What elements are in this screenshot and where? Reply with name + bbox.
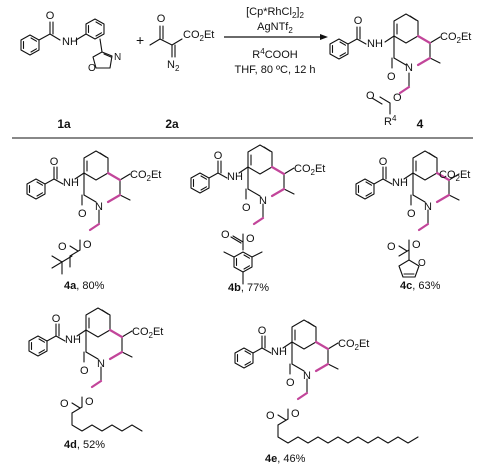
4d-ester-o-label: O — [85, 396, 94, 408]
4a-n-label: N — [95, 201, 103, 213]
p4-ester-o-label: O — [393, 92, 402, 104]
p4-r4-label: R4 — [384, 114, 397, 128]
acid-label: R4COOH — [252, 47, 297, 61]
4d-carbonyl-o-label: O — [60, 398, 69, 410]
diazo-n2-label: N2 — [167, 59, 180, 73]
oxazoline-o-label: O — [88, 63, 96, 74]
caption-4d: 4d, 52% — [64, 439, 105, 451]
carbonyl-o-label: O — [46, 10, 55, 22]
4b-carbonyl-o-label: O — [221, 229, 230, 241]
p4-lactam-o-label: O — [387, 71, 396, 83]
4e-n-label: N — [303, 370, 311, 382]
product-4-structure — [329, 13, 441, 115]
4e-nh-label: NH — [271, 346, 287, 358]
product-4d-structure — [29, 308, 143, 432]
product-4c-structure — [356, 151, 459, 278]
4b-lactam-o-label: O — [242, 202, 251, 214]
product-4a-structure — [27, 151, 130, 275]
compound-label-4: 4 — [417, 117, 424, 131]
compound-label-2a: 2a — [165, 117, 179, 131]
additive-label: AgNTf2 — [257, 21, 293, 35]
4e-ester-label: CO2Et — [338, 338, 369, 352]
4e-amide-o-label: O — [258, 325, 267, 337]
4c-amide-o-label: O — [379, 156, 388, 168]
4c-carbonyl-o-label: O — [387, 241, 396, 253]
4c-n-label: N — [424, 201, 432, 213]
4b-ester-label: CO2Et — [294, 163, 325, 177]
caption-4a: 4a, 80% — [64, 280, 105, 292]
4d-amide-o-label: O — [52, 313, 61, 325]
4a-amide-o-label: O — [50, 156, 59, 168]
p4-ester-label: CO2Et — [440, 31, 471, 45]
caption-4b: 4b, 77% — [228, 282, 269, 294]
product-4e-structure — [235, 320, 419, 444]
arrow-head — [320, 34, 328, 40]
4a-ester-label: CO2Et — [130, 169, 161, 183]
4c-furan-o-label: O — [418, 258, 426, 269]
p4-n-label: N — [405, 62, 413, 74]
4c-lactam-o-label: O — [407, 208, 416, 220]
oxazoline-n-label: N — [114, 52, 121, 63]
4d-n-label: N — [97, 358, 105, 370]
amide-nh-label: NH — [62, 36, 78, 48]
4a-nh-label: NH — [63, 177, 79, 189]
4d-nh-label: NH — [65, 334, 81, 346]
4a-carbonyl-o-label: O — [58, 241, 67, 253]
diazo-ester-label: CO2Et — [183, 29, 214, 43]
4b-nh-label: NH — [227, 171, 243, 183]
4e-carbonyl-o-label: O — [266, 410, 275, 422]
conditions-label: THF, 80 ºC, 12 h — [234, 64, 315, 76]
4b-n-label: N — [259, 195, 267, 207]
ketone-o-label: O — [157, 13, 166, 25]
catalyst-label: [Cp*RhCl2]2 — [246, 6, 304, 20]
4b-amide-o-label: O — [214, 150, 223, 162]
4e-lactam-o-label: O — [286, 377, 295, 389]
4e-ester-o-label: O — [291, 408, 300, 420]
4a-ester-o-label: O — [83, 239, 92, 251]
4c-nh-label: NH — [392, 177, 408, 189]
4c-ester-label: CO2Et — [439, 169, 470, 183]
4a-lactam-o-label: O — [78, 208, 87, 220]
compound-label-1a: 1a — [57, 117, 71, 131]
p4-amide-o-label: O — [354, 15, 363, 27]
caption-4e: 4e, 46% — [265, 453, 306, 465]
product-4b-structure — [191, 145, 294, 285]
4d-ester-label: CO2Et — [132, 326, 163, 340]
p4-carbonyl-o-label: O — [366, 90, 375, 102]
starting-material-1a — [20, 18, 113, 69]
starting-material-2a — [149, 25, 183, 58]
plus-sign: + — [136, 32, 144, 48]
4b-ester-o-label: O — [246, 233, 255, 245]
4d-lactam-o-label: O — [80, 365, 89, 377]
4c-ester-o-label: O — [412, 239, 421, 251]
caption-4c: 4c, 63% — [400, 280, 441, 292]
p4-nh-label: NH — [367, 38, 383, 50]
